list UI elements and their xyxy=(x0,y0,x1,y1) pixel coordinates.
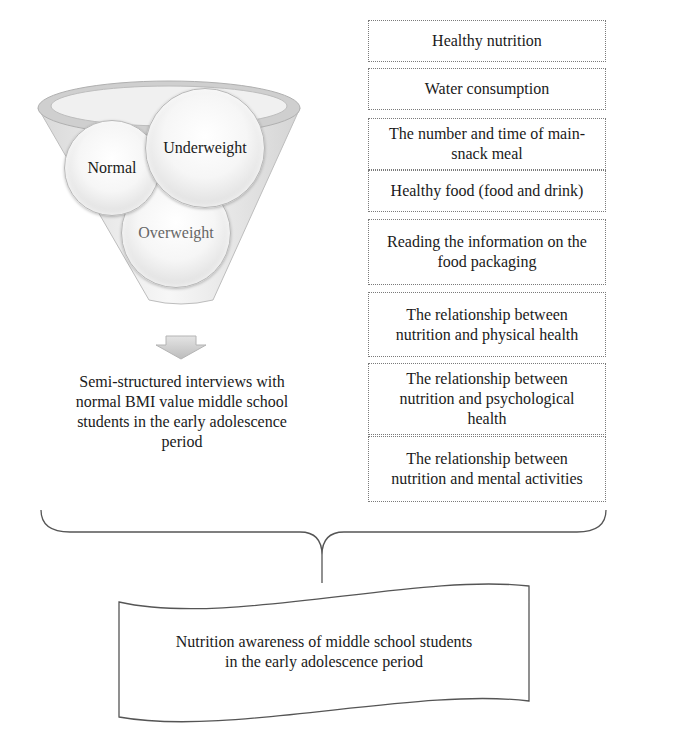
node-text: The relationship between nutrition and p… xyxy=(379,305,595,345)
circle-label: Overweight xyxy=(138,223,214,243)
result-banner: Nutrition awareness of middle school stu… xyxy=(118,583,530,721)
node-text: Water consumption xyxy=(425,79,549,99)
theme-box: The relationship between nutrition and p… xyxy=(368,292,606,357)
node-text: Healthy nutrition xyxy=(432,31,542,51)
node-text: The relationship between nutrition and m… xyxy=(379,449,595,489)
theme-box: The relationship between nutrition and p… xyxy=(368,363,606,435)
theme-box: The relationship between nutrition and m… xyxy=(368,436,606,502)
node-text: Nutrition awareness of middle school stu… xyxy=(174,632,474,672)
theme-box: Healthy nutrition xyxy=(368,20,606,62)
block-arrow xyxy=(156,336,206,359)
circle-label: Normal xyxy=(88,158,137,178)
category-circle: Underweight xyxy=(145,88,265,208)
banner-outline xyxy=(118,583,530,721)
theme-box: Healthy food (food and drink) xyxy=(368,170,606,212)
theme-box: The number and time of main-snack meal xyxy=(368,118,606,170)
curly-brace xyxy=(41,510,606,555)
free-label: Semi-structured interviews with normal B… xyxy=(58,372,306,452)
brace-stem xyxy=(321,555,322,583)
banner-shape xyxy=(119,584,529,722)
circle-label: Underweight xyxy=(163,138,247,158)
theme-box: Water consumption xyxy=(368,68,606,110)
node-text: The number and time of main-snack meal xyxy=(379,124,595,164)
node-text: The relationship between nutrition and p… xyxy=(379,369,595,429)
node-text: Healthy food (food and drink) xyxy=(391,181,584,201)
theme-box: Reading the information on the food pack… xyxy=(368,219,606,285)
node-text: Reading the information on the food pack… xyxy=(379,232,595,272)
